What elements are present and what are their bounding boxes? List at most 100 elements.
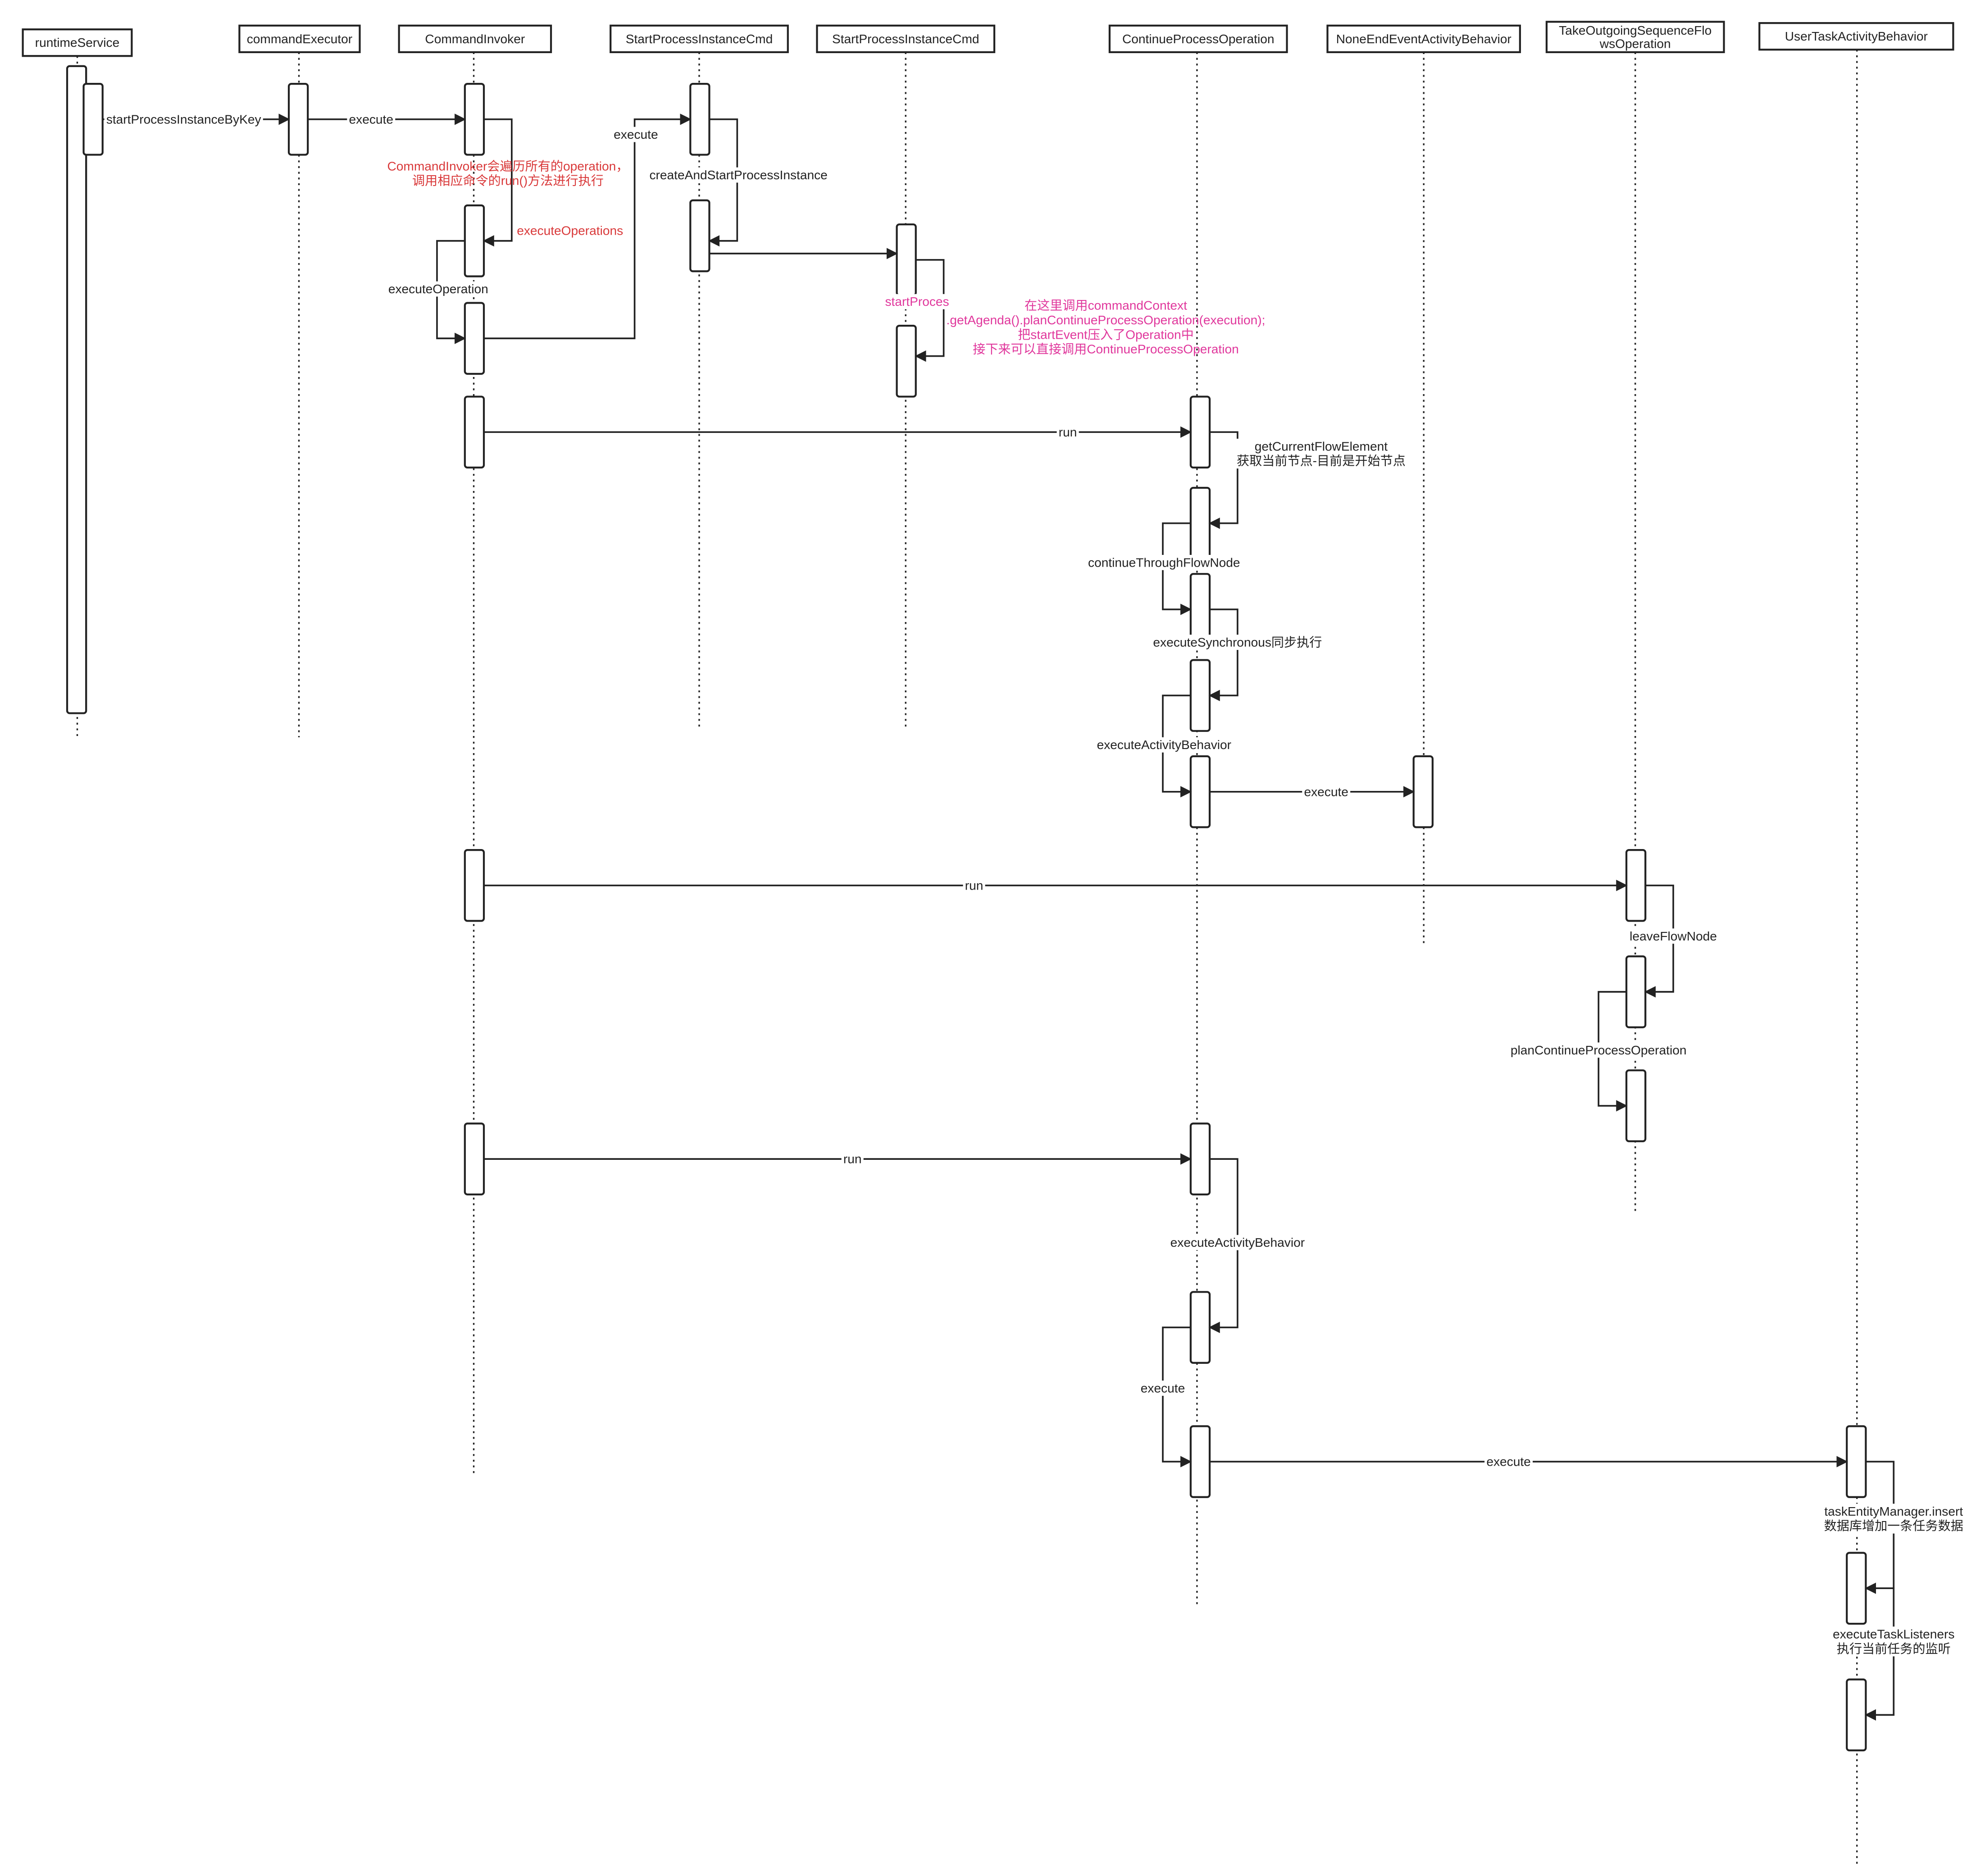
participant-ce[interactable]: commandExecutor — [238, 24, 361, 53]
activation-bar — [1625, 849, 1647, 922]
message-label: executeSynchronous同步执行 — [1151, 635, 1324, 650]
participant-box[interactable] — [1545, 21, 1725, 53]
message-label: executeActivityBehavior — [1095, 737, 1234, 753]
message-label-bg — [1168, 1235, 1307, 1250]
message-label-line: executeActivityBehavior — [1170, 1236, 1305, 1249]
activation-bar — [1189, 659, 1211, 732]
message-m5: execute — [484, 114, 692, 340]
message-label-bg — [841, 1151, 864, 1167]
message-m15: run — [484, 877, 1628, 893]
participant-label: NoneEndEventActivityBehavior — [1336, 32, 1512, 46]
activation-bar — [1189, 395, 1211, 469]
participant-sp1[interactable]: StartProcessInstanceCmd — [610, 24, 789, 53]
participant-ci[interactable]: CommandInvoker — [398, 24, 552, 53]
activation-bar — [689, 199, 710, 273]
message-label-bg — [1484, 1454, 1533, 1469]
message-label-line: executeOperation — [388, 282, 488, 296]
participant-label: TakeOutgoingSequenceFlo — [1559, 23, 1712, 37]
note-n1: CommandInvoker会遍历所有的operation，调用相应命令的run… — [387, 159, 629, 187]
activation-bar — [1189, 573, 1211, 646]
message-label-bg — [1086, 554, 1242, 570]
participant-rs[interactable]: runtimeService — [22, 28, 133, 57]
message-m21: execute — [1210, 1454, 1848, 1469]
activation-bar — [1625, 1069, 1647, 1142]
activation-bar — [66, 65, 87, 714]
message-label-bg — [104, 111, 263, 127]
message-label: run — [1056, 424, 1079, 440]
activation-bar — [287, 83, 309, 156]
activation-bar — [1412, 755, 1434, 828]
message-arrow — [484, 114, 692, 340]
participant-box[interactable] — [610, 24, 789, 53]
message-label: startProcessInstanceByKey — [104, 111, 263, 127]
message-label-line: startProces — [885, 295, 949, 309]
participant-label: CommandInvoker — [425, 32, 525, 46]
activation-bar — [896, 325, 917, 398]
message-label-bg — [611, 127, 660, 142]
message-m18: run — [484, 1151, 1192, 1167]
message-m2: execute — [308, 111, 466, 127]
message-label: execute — [1302, 784, 1351, 799]
participant-box[interactable] — [1326, 24, 1521, 53]
message-label-bg — [1830, 1626, 1957, 1657]
participant-ut[interactable]: UserTaskActivityBehavior — [1758, 22, 1954, 51]
participant-box[interactable] — [22, 28, 133, 57]
message-label-line: continueThroughFlowNode — [1088, 555, 1240, 569]
message-label: executeOperation — [386, 281, 490, 297]
message-label: run — [963, 877, 985, 893]
message-label-line: startProcessInstanceByKey — [106, 112, 261, 126]
activation-bar — [1189, 1291, 1211, 1364]
activation-bar — [464, 395, 485, 469]
activation-bar — [689, 83, 710, 156]
message-label: leaveFlowNode — [1627, 928, 1719, 944]
participant-cpo[interactable]: ContinueProcessOperation — [1108, 24, 1288, 53]
note-line: .getAgenda().planContinueProcessOperatio… — [947, 313, 1266, 327]
message-label-line: taskEntityManager.insert — [1824, 1504, 1963, 1518]
message-arrow — [483, 118, 513, 247]
participant-box[interactable] — [1108, 24, 1288, 53]
activation-bar — [1189, 755, 1211, 828]
activation-bar — [1846, 1678, 1867, 1752]
message-m6: createAndStartProcessInstance — [647, 118, 830, 247]
participant-box[interactable] — [398, 24, 552, 53]
message-label-line: execute — [614, 127, 658, 141]
message-m14: execute — [1210, 784, 1415, 799]
message-m12: executeSynchronous同步执行 — [1151, 609, 1324, 701]
message-label: executeActivityBehavior — [1168, 1235, 1307, 1250]
message-m4: executeOperation — [386, 240, 490, 344]
activation-bar — [464, 1122, 485, 1195]
message-m20: execute — [1138, 1326, 1192, 1467]
message-label-bg — [963, 877, 985, 893]
activation-bar — [1189, 1425, 1211, 1498]
message-label: continueThroughFlowNode — [1086, 554, 1242, 570]
message-label-line: getCurrentFlowElement — [1255, 439, 1388, 453]
message-label: startProces — [883, 294, 951, 309]
message-m1: startProcessInstanceByKey — [102, 111, 290, 127]
message-m13: executeActivityBehavior — [1095, 695, 1234, 798]
message-label-line: execute — [1486, 1455, 1530, 1469]
message-m11: continueThroughFlowNode — [1086, 522, 1242, 615]
note-line: 把startEvent压入了Operation中 — [1018, 327, 1194, 341]
message-arrow — [1208, 609, 1238, 701]
message-label-bg — [647, 167, 830, 183]
message-label-line: execute — [1304, 785, 1348, 799]
participant-label: StartProcessInstanceCmd — [832, 32, 979, 46]
message-arrow — [1208, 431, 1238, 529]
participant-label: ContinueProcessOperation — [1122, 32, 1275, 46]
participant-label: commandExecutor — [247, 32, 352, 46]
activation-bar — [464, 204, 485, 277]
participant-box[interactable] — [1758, 22, 1954, 51]
participant-box[interactable] — [816, 24, 996, 53]
message-label-line: executeTaskListeners — [1833, 1627, 1954, 1641]
message-m16: leaveFlowNode — [1627, 884, 1719, 998]
activation-bar — [896, 223, 917, 296]
participant-label: UserTaskActivityBehavior — [1785, 29, 1928, 43]
participant-box[interactable] — [238, 24, 361, 53]
participant-ne[interactable]: NoneEndEventActivityBehavior — [1326, 24, 1521, 53]
participant-label: runtimeService — [35, 36, 119, 50]
message-label-line: run — [1059, 425, 1077, 439]
participant-sp2[interactable]: StartProcessInstanceCmd — [816, 24, 996, 53]
